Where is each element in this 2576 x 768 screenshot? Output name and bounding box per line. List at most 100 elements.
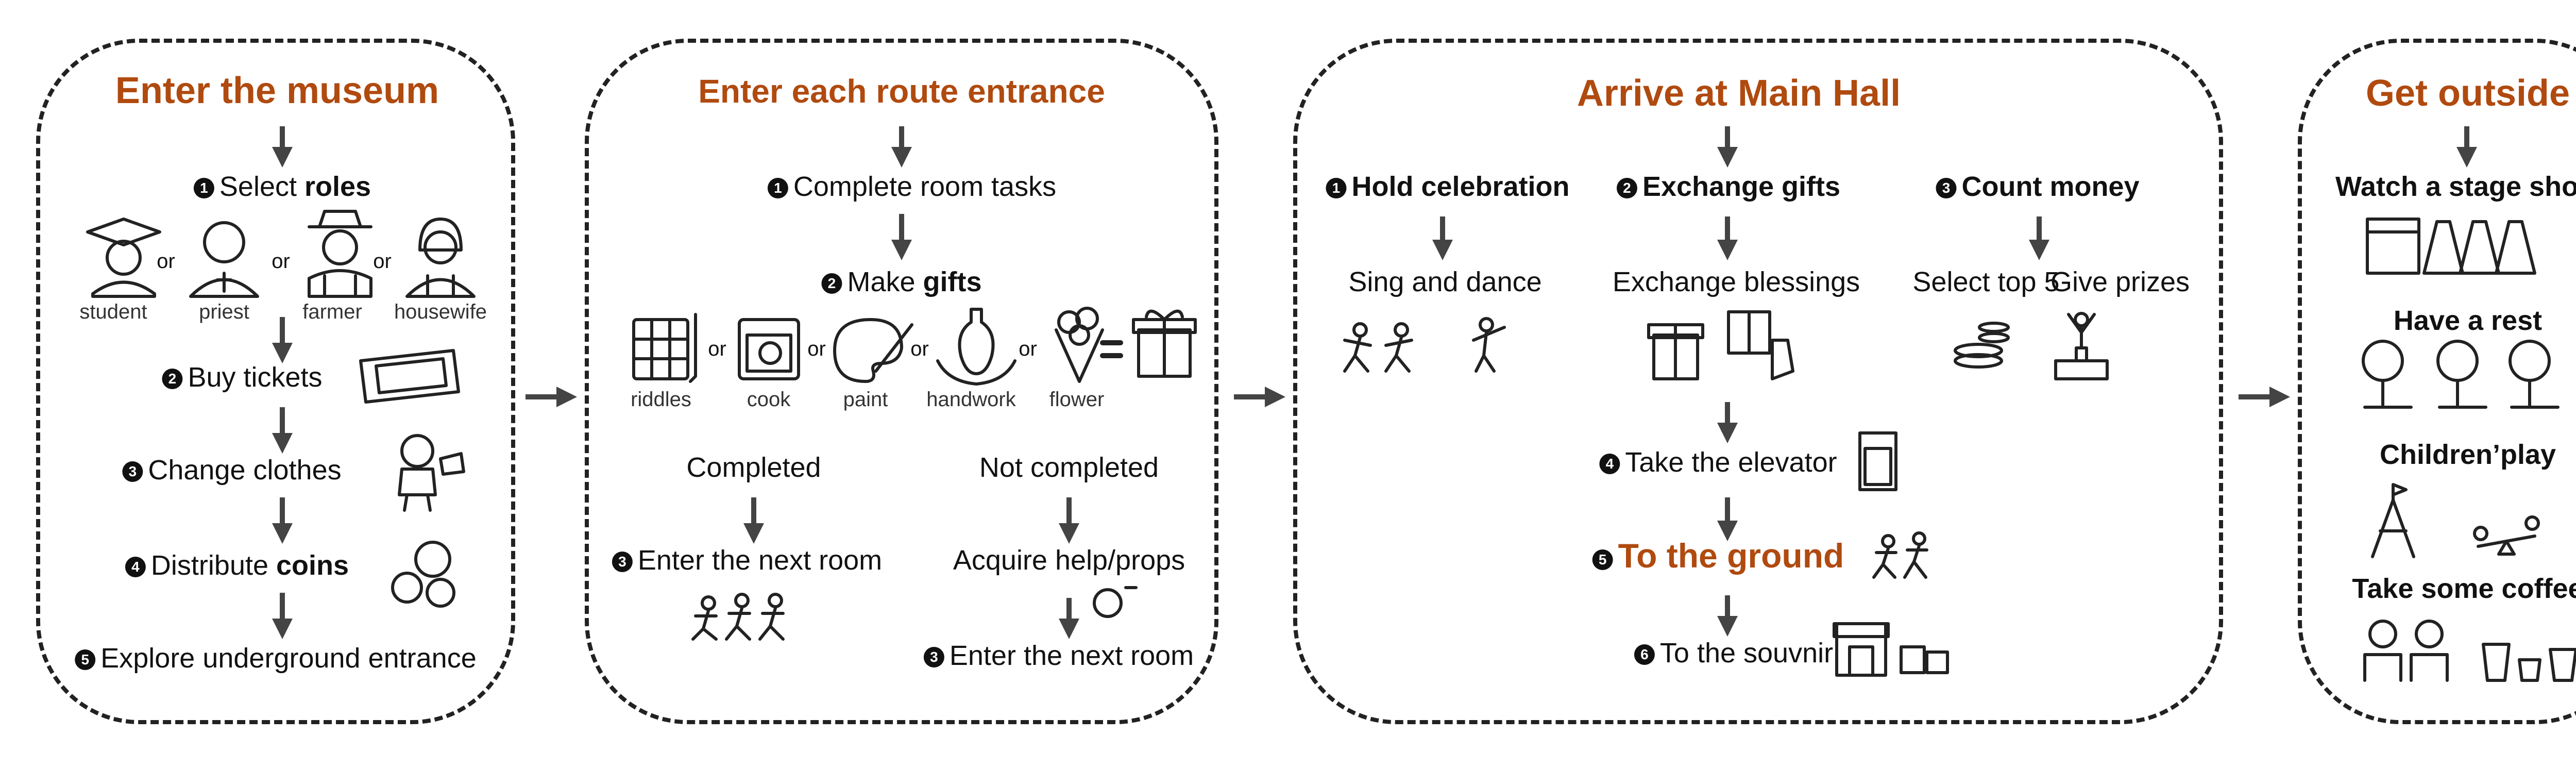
role-housewife: housewife [394, 300, 487, 323]
completed-label: Completed [686, 452, 821, 483]
housewife-icon [405, 218, 476, 298]
p2-step1-text: Complete room tasks [793, 171, 1057, 202]
p1-step4-bold: coins [276, 550, 349, 581]
activity-stage-show: Watch a stage show [2335, 171, 2576, 202]
role-farmer: farmer [302, 300, 362, 323]
ground-runners-icon [1872, 531, 1928, 579]
step-number: 1 [1326, 178, 1347, 198]
blessing-gift-icon [1727, 310, 1794, 380]
panel1-title: Enter the museum [115, 70, 439, 111]
step-number: 3 [923, 647, 944, 667]
gift-icon-result [1132, 309, 1197, 378]
runners-icon [691, 593, 785, 641]
gift-icon [1647, 323, 1704, 380]
or-text: or [373, 250, 392, 273]
p1-step1-text: Select [219, 171, 305, 202]
p3-col1-text: Hold celebration [1351, 171, 1570, 202]
coins-icon [391, 541, 455, 608]
p2-step2-text: Make [847, 266, 923, 297]
task-riddles: riddles [631, 388, 691, 411]
sing-dance-label: Sing and dance [1348, 266, 1542, 297]
clothes-icon [398, 434, 465, 512]
or-text: or [807, 338, 826, 360]
select-top5-label: Select top 5 [1912, 266, 2060, 297]
elevator-icon [1858, 431, 1897, 491]
step-number: 3 [612, 552, 633, 572]
or-text: or [1019, 338, 1037, 360]
role-priest: priest [199, 300, 249, 323]
step-number: 5 [75, 649, 96, 670]
task-flower: flower [1049, 388, 1105, 411]
exchange-blessings-label: Exchange blessings [1612, 266, 1860, 297]
ticket-icon [359, 349, 460, 404]
or-text: or [157, 250, 175, 273]
panel2-title: Enter each route entrance [698, 73, 1105, 110]
not-completed-label: Not completed [979, 452, 1159, 483]
or-text: or [272, 250, 290, 273]
money-stack-icon [1954, 322, 2010, 369]
podium-icon [2054, 312, 2109, 380]
cook-icon [738, 318, 800, 380]
p3-step4-text: Take the elevator [1625, 447, 1837, 478]
step-number: 1 [767, 178, 788, 198]
handwork-icon [936, 308, 1016, 386]
priest-icon [189, 221, 259, 298]
p3-step5-text: To the ground [1618, 537, 1844, 575]
p3-step6-text: To the souvnir [1659, 638, 1834, 669]
p1-step4-text: Distribute [150, 550, 277, 581]
panel-get-outside [2298, 39, 2576, 724]
dance-icon [1343, 317, 1506, 373]
farmer-icon [308, 210, 372, 298]
step-number: 1 [193, 178, 214, 198]
panel-main-hall [1293, 39, 2223, 724]
activity-children-play: Children’play [2379, 439, 2556, 470]
panel-enter-museum [36, 39, 515, 724]
riddles-icon [632, 313, 697, 383]
step-number: 3 [122, 461, 143, 482]
panel-route-entrance [585, 39, 1218, 724]
or-text: or [910, 338, 929, 360]
panel4-title: Get outside [2365, 73, 2570, 114]
p2-step2-bold: gifts [923, 266, 982, 297]
student-icon [86, 218, 161, 298]
p3-col2-text: Exchange gifts [1642, 171, 1841, 202]
step-number: 2 [821, 273, 842, 294]
tree-bench-icon [2362, 340, 2560, 409]
step-number: 2 [162, 369, 183, 389]
stage-icon [2366, 218, 2536, 275]
step-number: 3 [1936, 178, 1957, 198]
give-prizes-label: Give prizes [2050, 266, 2190, 297]
task-paint: paint [843, 388, 888, 411]
p1-step2-text: Buy tickets [188, 362, 323, 393]
task-cook: cook [747, 388, 791, 411]
role-student: student [79, 300, 147, 323]
p1-step5-text: Explore underground entrance [100, 643, 477, 674]
step-number: 4 [1599, 454, 1620, 474]
step-number: 6 [1634, 644, 1655, 665]
activity-rest: Have a rest [2393, 305, 2543, 336]
flower-icon [1055, 307, 1104, 383]
step-number: 4 [125, 557, 146, 577]
shop-icon [1833, 622, 1949, 677]
p2-next-room-2-text: Enter the next room [949, 640, 1194, 671]
p2-next-room-text: Enter the next room [637, 545, 883, 576]
activity-coffee: Take some coffee [2352, 573, 2576, 604]
panel3-title: Arrive at Main Hall [1577, 73, 1901, 114]
paint-icon [833, 318, 913, 383]
